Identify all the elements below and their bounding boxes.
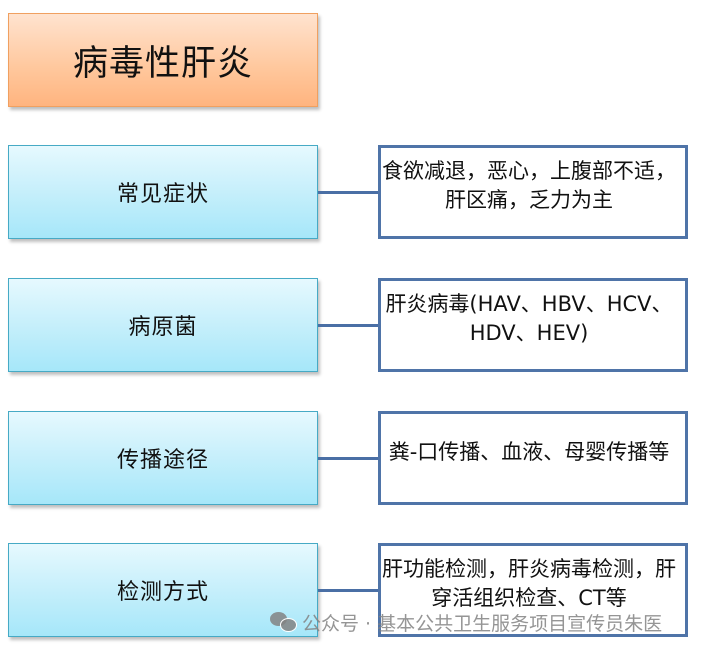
description-box: 食欲减退，恶心，上腹部不适，肝区痛，乏力为主 xyxy=(378,145,688,239)
description-text: 肝功能检测，肝炎病毒检测，肝穿活组织检查、CT等 xyxy=(382,557,676,610)
title-box: 病毒性肝炎 xyxy=(8,13,318,107)
connector-line xyxy=(318,324,380,327)
category-box: 病原菌 xyxy=(8,278,318,372)
description-box: 粪-口传播、血液、母婴传播等 xyxy=(378,411,688,505)
watermark: 公众号 · 基本公共卫生服务项目宣传员朱医 xyxy=(270,610,663,635)
category-box: 常见症状 xyxy=(8,145,318,239)
category-label: 常见症状 xyxy=(116,182,209,207)
row-pathogen: 病原菌 肝炎病毒(HAV、HBV、HCV、HDV、HEV) xyxy=(0,278,701,372)
row-transmission: 传播途径 粪-口传播、血液、母婴传播等 xyxy=(0,411,701,505)
description-box: 肝炎病毒(HAV、HBV、HCV、HDV、HEV) xyxy=(378,278,688,372)
category-box: 检测方式 xyxy=(8,543,318,637)
wechat-icon xyxy=(270,611,297,633)
category-label: 传播途径 xyxy=(116,448,209,473)
description-text: 肝炎病毒(HAV、HBV、HCV、HDV、HEV) xyxy=(385,292,673,345)
category-label: 病原菌 xyxy=(128,315,198,340)
row-detection: 检测方式 肝功能检测，肝炎病毒检测，肝穿活组织检查、CT等 xyxy=(0,543,701,637)
connector-line xyxy=(318,457,380,460)
connector-line xyxy=(318,589,380,592)
description-text: 食欲减退，恶心，上腹部不适，肝区痛，乏力为主 xyxy=(382,159,676,212)
diagram-title: 病毒性肝炎 xyxy=(72,43,253,84)
connector-line xyxy=(318,191,380,194)
category-label: 检测方式 xyxy=(116,580,209,605)
watermark-text: 公众号 · 基本公共卫生服务项目宣传员朱医 xyxy=(302,612,663,635)
description-box: 肝功能检测，肝炎病毒检测，肝穿活组织检查、CT等 xyxy=(378,543,688,637)
description-text: 粪-口传播、血液、母婴传播等 xyxy=(388,439,670,464)
category-box: 传播途径 xyxy=(8,411,318,505)
row-symptoms: 常见症状 食欲减退，恶心，上腹部不适，肝区痛，乏力为主 xyxy=(0,145,701,239)
